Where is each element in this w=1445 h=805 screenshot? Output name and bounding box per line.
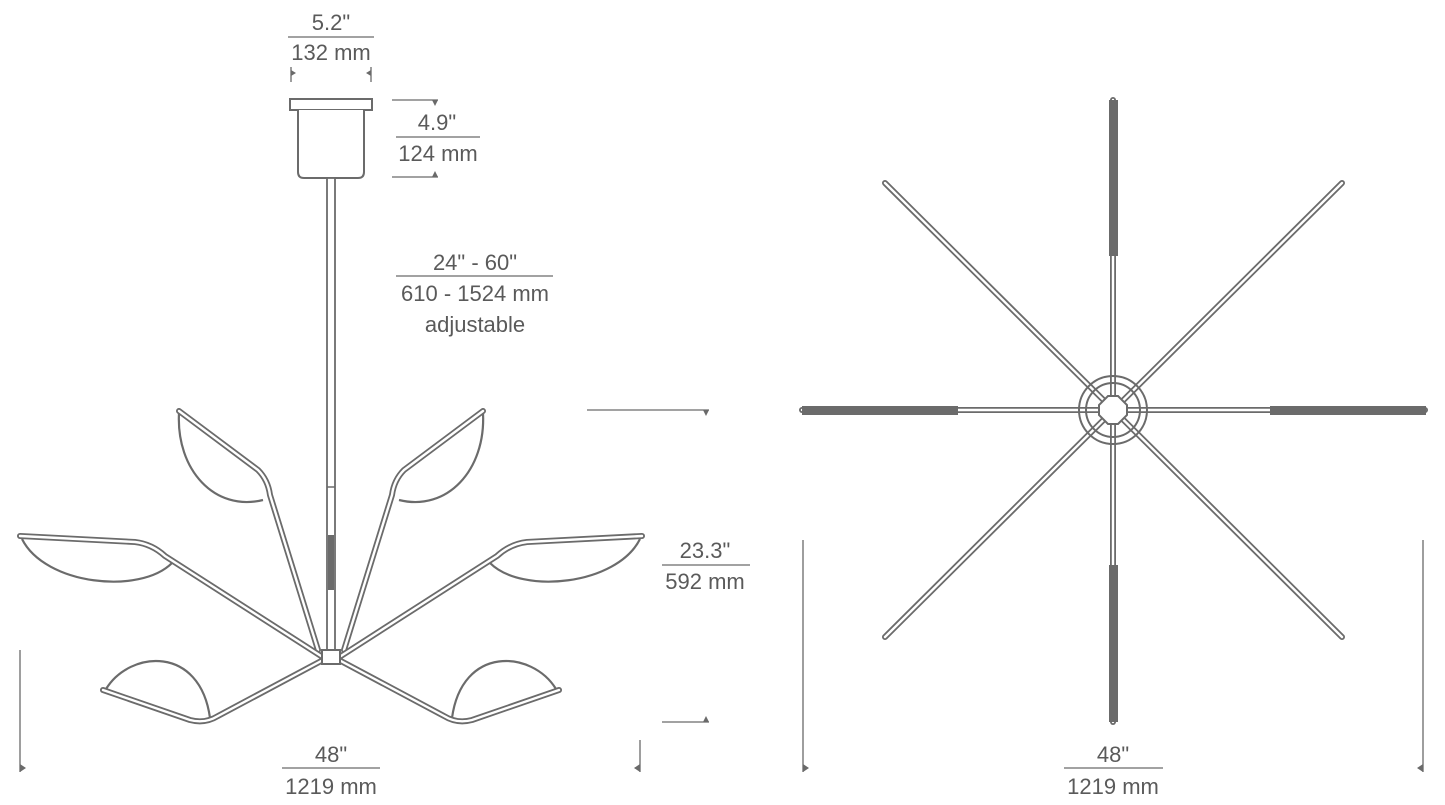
dimension-canopy-width: 5.2" 132 mm bbox=[288, 10, 374, 82]
side-width-metric: 1219 mm bbox=[285, 774, 377, 799]
stem-length-imperial: 24" - 60" bbox=[433, 250, 517, 275]
dimension-fixture-height: 23.3" 592 mm bbox=[587, 409, 750, 723]
stem bbox=[326, 177, 336, 657]
fixture-height-imperial: 23.3" bbox=[680, 538, 731, 563]
top-view: 48" 1219 mm bbox=[799, 97, 1428, 799]
canopy-height-metric: 124 mm bbox=[398, 141, 477, 166]
canopy-width-imperial: 5.2" bbox=[312, 10, 350, 35]
fixture-height-metric: 592 mm bbox=[665, 569, 744, 594]
dimension-canopy-height: 4.9" 124 mm bbox=[392, 99, 480, 178]
stem-length-note: adjustable bbox=[425, 312, 525, 337]
side-view: 5.2" 132 mm 4.9" 124 mm 24" - 60" 610 - … bbox=[20, 10, 750, 799]
hub bbox=[321, 649, 341, 665]
stem-length-metric: 610 - 1524 mm bbox=[401, 281, 549, 306]
dimension-top-width: 48" 1219 mm bbox=[802, 540, 1424, 799]
center-hub bbox=[1078, 375, 1148, 445]
arms-right bbox=[339, 411, 642, 721]
dimension-side-width: 48" 1219 mm bbox=[19, 650, 641, 799]
canopy bbox=[289, 98, 373, 179]
canopy-height-imperial: 4.9" bbox=[418, 110, 456, 135]
side-width-imperial: 48" bbox=[315, 742, 347, 767]
top-width-imperial: 48" bbox=[1097, 742, 1129, 767]
dimension-stem-length: 24" - 60" 610 - 1524 mm adjustable bbox=[396, 250, 553, 337]
top-width-metric: 1219 mm bbox=[1067, 774, 1159, 799]
canopy-width-metric: 132 mm bbox=[291, 40, 370, 65]
arms-left bbox=[20, 411, 323, 721]
